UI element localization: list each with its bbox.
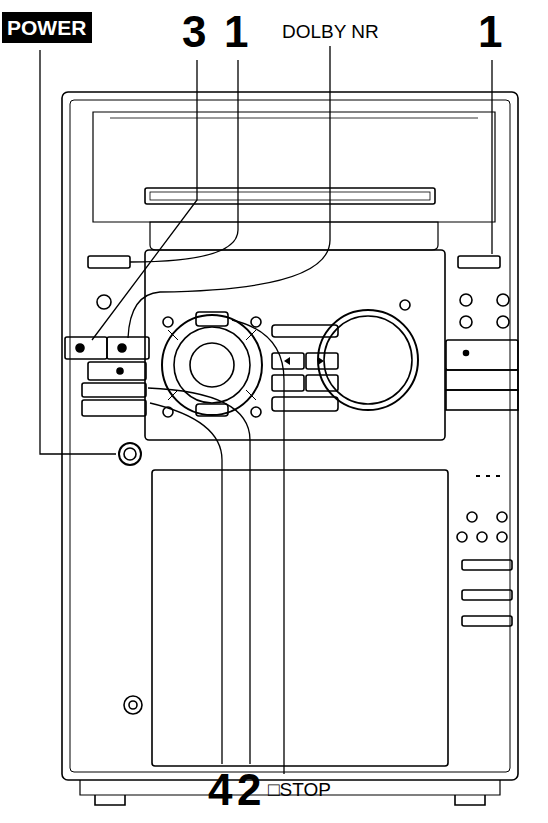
- node-text: POWER: [7, 17, 87, 38]
- unit-body: [62, 92, 518, 805]
- callout-number: 1: [478, 10, 502, 54]
- callout-number: 1: [224, 10, 248, 54]
- callout-number: 3: [182, 10, 206, 54]
- control-name: □STOP: [268, 780, 331, 799]
- leader-lines: [40, 46, 492, 774]
- callout-number: 4: [208, 768, 232, 812]
- callout-number: 2: [237, 768, 261, 812]
- control-name: DOLBY NR: [282, 22, 379, 41]
- power-button-label: POWER: [2, 12, 92, 43]
